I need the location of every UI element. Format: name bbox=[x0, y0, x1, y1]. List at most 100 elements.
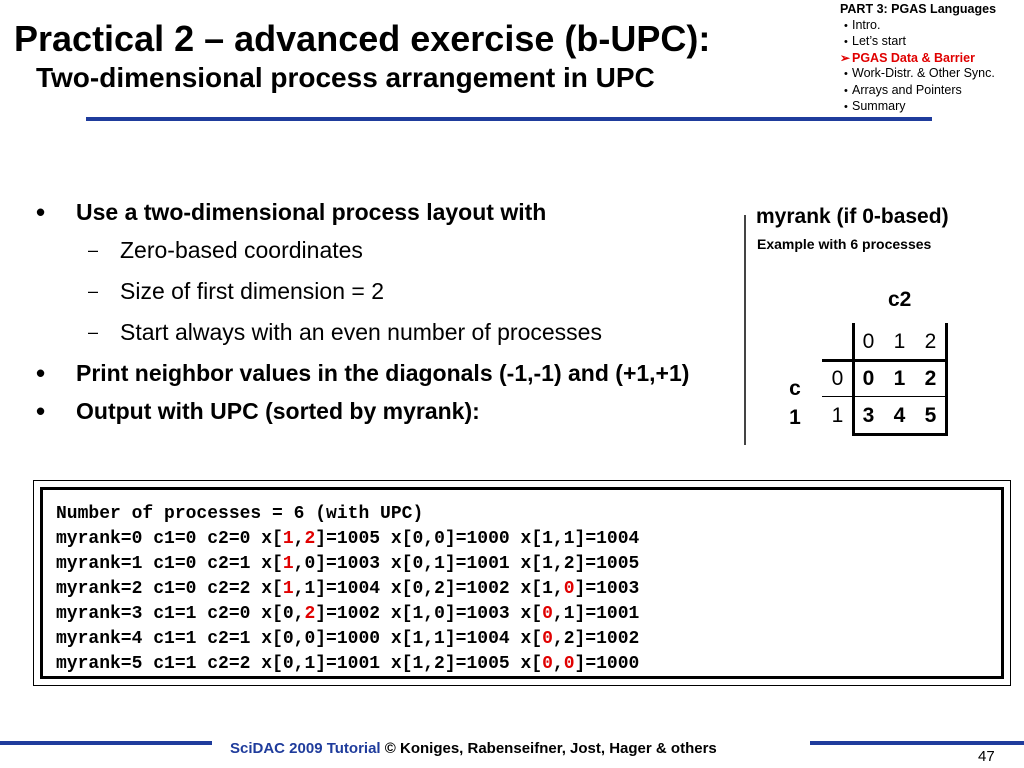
footer-brand: SciDAC 2009 Tutorial bbox=[230, 740, 381, 757]
output-line: myrank=3 c1=1 c2=0 x[0,2]=1002 x[1,0]=10… bbox=[56, 602, 1001, 627]
grid-line bbox=[852, 323, 855, 434]
dash-icon: – bbox=[88, 281, 99, 301]
sub-bullet-text: Start always with an even number of proc… bbox=[120, 319, 602, 345]
row-axis-label-part: c bbox=[789, 377, 801, 400]
grid-cell: 3 bbox=[862, 403, 875, 427]
figure-subtitle: Example with 6 processes bbox=[757, 236, 932, 252]
output-text: , bbox=[293, 529, 305, 549]
bullet-item: • Output with UPC (sorted by myrank): bbox=[36, 395, 746, 427]
footer-authors: © Koniges, Rabenseifner, Jost, Hager & o… bbox=[380, 740, 717, 757]
row-axis-label-part: 1 bbox=[789, 406, 801, 429]
highlighted-index: 1 bbox=[282, 554, 294, 574]
output-text: ,0]=1003 x[0,1]=1001 x[1,2]=1005 bbox=[293, 554, 640, 574]
bullet-text: Output with UPC (sorted by myrank): bbox=[76, 398, 480, 424]
section-nav: PART 3: PGAS Languages •Intro.•Let’s sta… bbox=[840, 2, 1024, 116]
nav-item[interactable]: •Summary bbox=[840, 99, 1024, 116]
row-axis-label: c 1 bbox=[786, 374, 804, 432]
output-text: myrank=2 c1=0 c2=2 x[ bbox=[56, 579, 283, 599]
grid-line bbox=[822, 359, 948, 362]
grid-column-header: 1 bbox=[893, 329, 906, 353]
sub-bullet-item: – Zero-based coordinates bbox=[36, 234, 746, 266]
dash-icon: – bbox=[88, 322, 99, 342]
output-text: ]=1003 bbox=[574, 579, 640, 599]
output-box: Number of processes = 6 (with UPC) myrank… bbox=[33, 480, 1011, 686]
grid-line bbox=[852, 433, 948, 436]
output-line: myrank=2 c1=0 c2=2 x[1,1]=1004 x[0,2]=10… bbox=[56, 577, 1001, 602]
output-line: myrank=0 c1=0 c2=0 x[1,2]=1005 x[0,0]=10… bbox=[56, 527, 1001, 552]
highlighted-index: 0 bbox=[542, 629, 553, 649]
output-text: myrank=3 c1=1 c2=0 x[0, bbox=[56, 604, 305, 624]
output-text: Number of processes = 6 (with UPC) bbox=[56, 504, 424, 524]
slide-title: Practical 2 – advanced exercise (b-UPC): bbox=[14, 18, 711, 59]
highlighted-index: 2 bbox=[304, 604, 316, 624]
bullet-dot-icon: • bbox=[844, 19, 848, 32]
bullet-list: • Use a two-dimensional process layout w… bbox=[36, 196, 746, 433]
highlighted-index: 1 bbox=[282, 579, 294, 599]
bullet-dot-icon: • bbox=[844, 68, 848, 80]
output-text: ]=1000 bbox=[574, 654, 640, 674]
output-line: Number of processes = 6 (with UPC) bbox=[56, 502, 1001, 527]
highlighted-index: 0 bbox=[563, 579, 575, 599]
nav-item-label: Work-Distr. & Other Sync. bbox=[852, 66, 995, 80]
highlighted-index: 0 bbox=[542, 604, 553, 624]
output-listing: Number of processes = 6 (with UPC) myrank… bbox=[40, 487, 1004, 679]
bullet-text: Print neighbor values in the diagonals (… bbox=[76, 360, 690, 386]
output-text: ,1]=1004 x[0,2]=1002 x[1, bbox=[293, 579, 564, 599]
footer-rule-right bbox=[810, 741, 1024, 745]
bullet-dot-icon: • bbox=[36, 197, 46, 227]
output-text: ]=1002 x[1,0]=1003 x[ bbox=[315, 604, 543, 624]
output-text: myrank=5 c1=1 c2=2 x[0,1]=1001 x[1,2]=10… bbox=[56, 654, 543, 674]
nav-heading: PART 3: PGAS Languages bbox=[840, 2, 997, 16]
page-number: 47 bbox=[978, 748, 995, 765]
nav-item[interactable]: •Arrays and Pointers bbox=[840, 83, 1024, 100]
sub-bullet-item: – Start always with an even number of pr… bbox=[36, 316, 746, 348]
nav-item-label: Let’s start bbox=[852, 34, 906, 48]
nav-list: •Intro.•Let’s start➢PGAS Data & Barrier•… bbox=[840, 18, 1024, 116]
bullet-dot-icon: • bbox=[844, 84, 848, 97]
grid-cell: 1 bbox=[893, 366, 906, 390]
bullet-dot-icon: • bbox=[844, 36, 848, 48]
nav-item[interactable]: ➢PGAS Data & Barrier bbox=[840, 51, 1024, 67]
output-text: myrank=1 c1=0 c2=1 x[ bbox=[56, 554, 283, 574]
highlighted-index: 2 bbox=[304, 529, 316, 549]
grid-line bbox=[822, 396, 948, 397]
title-underline bbox=[86, 117, 932, 121]
sub-bullet-text: Size of first dimension = 2 bbox=[120, 278, 384, 304]
output-line: myrank=1 c1=0 c2=1 x[1,0]=1003 x[0,1]=10… bbox=[56, 552, 1001, 577]
footer-credits: SciDAC 2009 Tutorial © Koniges, Rabensei… bbox=[230, 740, 717, 757]
highlighted-index: 1 bbox=[282, 529, 294, 549]
column-axis-label: c2 bbox=[888, 288, 912, 311]
bullet-dot-icon: • bbox=[36, 358, 46, 388]
footer-rule-left bbox=[0, 741, 212, 745]
bullet-text: Use a two-dimensional process layout wit… bbox=[76, 199, 547, 225]
grid-line bbox=[945, 323, 948, 434]
grid-cell: 0 bbox=[862, 366, 875, 390]
grid-row-header: 1 bbox=[831, 403, 844, 427]
nav-item-label: Summary bbox=[852, 99, 906, 113]
grid-cell: 4 bbox=[893, 403, 906, 427]
dash-icon: – bbox=[88, 240, 99, 260]
nav-item[interactable]: • Work-Distr. & Other Sync. bbox=[840, 66, 1024, 83]
output-line: myrank=5 c1=1 c2=2 x[0,1]=1001 x[1,2]=10… bbox=[56, 652, 1001, 677]
sub-bullet-item: – Size of first dimension = 2 bbox=[36, 275, 746, 307]
nav-item[interactable]: •Intro. bbox=[840, 18, 1024, 35]
nav-item-label: PGAS Data & Barrier bbox=[852, 50, 975, 65]
grid-row-header: 0 bbox=[831, 366, 844, 390]
bullet-item: • Print neighbor values in the diagonals… bbox=[36, 357, 746, 389]
figure-title: myrank (if 0-based) bbox=[756, 205, 949, 228]
arrow-bullet-icon: ➢ bbox=[840, 50, 851, 65]
grid-column-header: 0 bbox=[862, 329, 875, 353]
output-text: ,1]=1001 bbox=[552, 604, 640, 624]
grid-column-header: 2 bbox=[924, 329, 937, 353]
output-text: myrank=4 c1=1 c2=1 x[0,0]=1000 x[1,1]=10… bbox=[56, 629, 543, 649]
output-text: , bbox=[552, 654, 564, 674]
bullet-item: • Use a two-dimensional process layout w… bbox=[36, 196, 746, 228]
bullet-dot-icon: • bbox=[36, 396, 46, 426]
sub-bullet-text: Zero-based coordinates bbox=[120, 237, 363, 263]
highlighted-index: 0 bbox=[563, 654, 575, 674]
nav-item[interactable]: • Let’s start bbox=[840, 34, 1024, 51]
grid-cell: 5 bbox=[924, 403, 937, 427]
highlighted-index: 0 bbox=[542, 654, 553, 674]
grid-cell: 2 bbox=[924, 366, 937, 390]
output-text: ,2]=1002 bbox=[552, 629, 640, 649]
